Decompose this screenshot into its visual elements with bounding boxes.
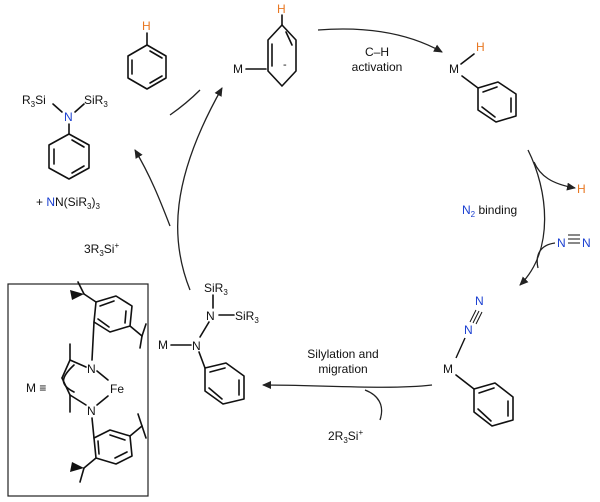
- n2-entry-arrow: [536, 242, 556, 269]
- product-release-arrow: [134, 149, 171, 227]
- arene-h: H: [277, 2, 286, 16]
- aniline-silyl-left: R3Si: [22, 93, 46, 109]
- silyl-top: SiR3: [204, 281, 228, 297]
- bound-n-top: N: [475, 294, 484, 308]
- metal-hydrazido-complex: M N N SiR3 SiR3: [158, 281, 259, 405]
- n2-sub: 2: [471, 210, 476, 219]
- released-h: H: [577, 182, 586, 196]
- incoming-dinitrogen: N N: [557, 234, 591, 250]
- catalyst-fe: Fe: [110, 382, 124, 396]
- n2-complex-metal-label: M: [443, 362, 453, 376]
- n2-binding-word: binding: [478, 203, 517, 217]
- n2-left: N: [557, 236, 566, 250]
- hydrazido-metal-label: M: [158, 338, 168, 352]
- silyl-right: SiR3: [235, 309, 259, 325]
- cycle-arrow-silylation: [262, 381, 433, 390]
- catalyst-n-top: N: [87, 362, 96, 376]
- hydride-h: H: [476, 40, 485, 54]
- hydrazido-n-beta: N: [206, 309, 215, 323]
- benzene-entry-arrow: [169, 89, 201, 116]
- catalyst-inset-box: [7, 283, 149, 497]
- metal-arene-complex: M H -: [233, 2, 297, 87]
- h-release-arrow: [533, 161, 576, 191]
- aniline-silyl-right: SiR3: [84, 93, 108, 109]
- metal-dinitrogen-phenyl: N N M: [443, 294, 514, 427]
- hydride-metal-label: M: [449, 62, 459, 76]
- reagent-2r3si: 2R3Si+: [328, 428, 363, 445]
- step-ch-activation-line1: C–H: [365, 45, 389, 59]
- cycle-arrow-ch-activation: [317, 28, 443, 53]
- metal-equivalence: M ≡: [26, 381, 46, 395]
- step-n2-binding: N2 binding: [462, 203, 517, 219]
- step-ch-activation-line2: activation: [352, 60, 403, 74]
- silylated-aniline-product: R3Si N SiR3: [22, 93, 108, 180]
- hydrazido-n-alpha: N: [192, 339, 201, 353]
- bound-n-bottom: N: [464, 323, 473, 337]
- step-silylation-line2: migration: [318, 362, 367, 376]
- benzene-substrate: H: [127, 19, 167, 90]
- silyl-reagent-arrow: [364, 389, 383, 421]
- cycle-arrow-n2-binding: [519, 149, 546, 286]
- iron-catalyst-structure: N N Fe M ≡: [26, 281, 147, 483]
- complex-metal-label: M: [233, 62, 243, 76]
- benzene-h: H: [142, 19, 151, 33]
- n2-n: N: [462, 203, 471, 217]
- byproduct-amine: + NN(SiR3)3: [36, 195, 100, 211]
- catalyst-n-bottom: N: [87, 404, 96, 418]
- n2-right: N: [582, 236, 591, 250]
- step-silylation-line1: Silylation and: [307, 347, 378, 361]
- arene-charge: -: [283, 59, 287, 71]
- reagent-3r3si: 3R3Si+: [84, 241, 119, 258]
- metal-hydride-phenyl: M H: [449, 40, 517, 123]
- aniline-n: N: [64, 110, 73, 124]
- cycle-arrow-release: [176, 87, 223, 291]
